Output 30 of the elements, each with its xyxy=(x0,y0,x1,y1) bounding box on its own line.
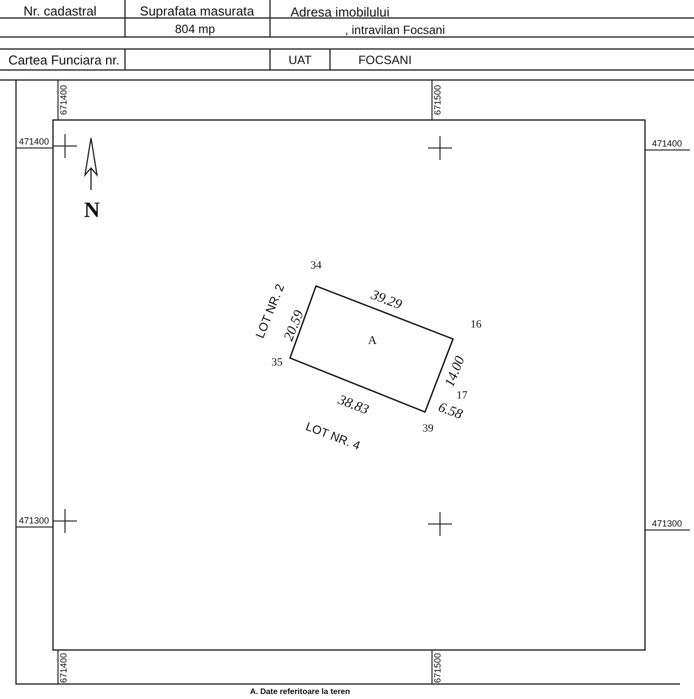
column-header: Adresa imobilului xyxy=(290,6,390,18)
grid-coordinate: 671400 xyxy=(60,84,68,116)
point-number: 39 xyxy=(422,424,434,434)
column-header: Nr. cadastral xyxy=(24,4,96,18)
dimension-value: 20.59 xyxy=(282,308,308,344)
point-number: 17 xyxy=(456,390,468,402)
grid-coordinate: 471400 xyxy=(18,138,50,146)
section-caption: A. Date referitoare la teren xyxy=(250,688,350,696)
dimension-value: 38.83 xyxy=(336,394,370,418)
parcel-letter: A xyxy=(368,333,377,348)
dimension-value: 39.29 xyxy=(368,288,404,314)
point-number: 16 xyxy=(470,320,482,330)
point-number: 34 xyxy=(310,260,322,272)
row-header: UAT xyxy=(288,54,312,66)
grid-coordinate: 471300 xyxy=(652,520,682,528)
dimension-value: 6.58 xyxy=(436,401,464,423)
cell-value: , intravilan Focsani xyxy=(344,24,446,36)
grid-coordinate: 671500 xyxy=(434,652,442,684)
grid-coordinate: 471300 xyxy=(18,516,50,526)
row-header: Cartea Funciara nr. xyxy=(8,54,120,66)
column-header: Suprafata masurata xyxy=(140,4,254,18)
grid-coordinate: 671500 xyxy=(434,84,442,116)
grid-coordinate: 471400 xyxy=(652,140,682,148)
point-number: 35 xyxy=(272,358,282,368)
north-label: N xyxy=(84,199,100,221)
grid-coordinate: 671400 xyxy=(60,652,68,684)
cell-value: FOCSANI xyxy=(358,54,412,66)
lot-label: LOT NR. 4 xyxy=(304,420,362,452)
cell-value: 804 mp xyxy=(174,23,216,35)
dimension-value: 14.00 xyxy=(444,354,468,390)
